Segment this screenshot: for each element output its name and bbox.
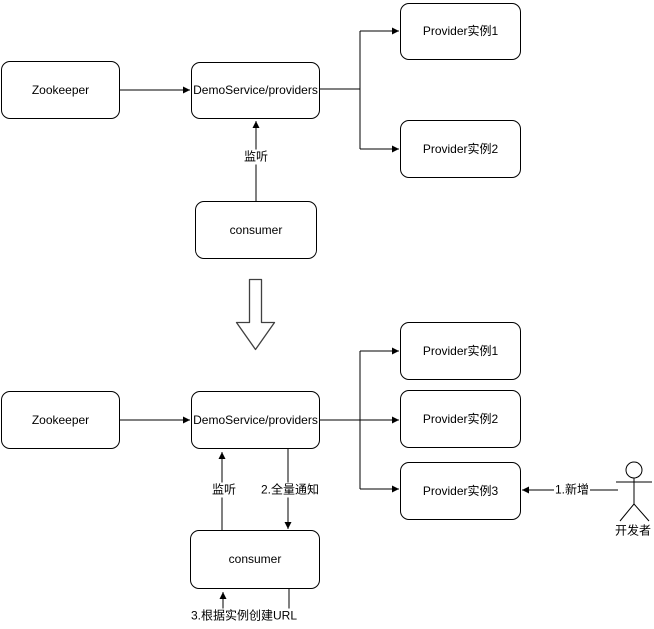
edge-label-listen-bottom: 监听 xyxy=(210,482,238,498)
node-provider2-top: Provider实例2 xyxy=(400,120,521,178)
node-registry-top: DemoService/providers xyxy=(191,62,320,119)
edge-label-create-url: 3.根据实例创建URL xyxy=(189,608,299,624)
actor-legs xyxy=(619,503,650,522)
node-consumer-top: consumer xyxy=(195,201,317,259)
actor-stick-figure-icon xyxy=(616,461,652,522)
big-down-arrow-icon xyxy=(235,278,276,351)
node-provider1-top: Provider实例1 xyxy=(400,3,521,60)
node-zookeeper-bottom: Zookeeper xyxy=(1,391,120,449)
actor-head xyxy=(625,461,643,479)
edge-label-full-notify: 2.全量通知 xyxy=(259,482,321,498)
node-provider3-bottom: Provider实例3 xyxy=(400,462,521,520)
actor-label-developer: 开发者 xyxy=(613,523,653,539)
node-provider2-bottom: Provider实例2 xyxy=(400,390,521,448)
edge-label-listen-top: 监听 xyxy=(242,149,270,165)
node-zookeeper-top: Zookeeper xyxy=(1,61,120,119)
node-consumer-bottom: consumer xyxy=(190,530,320,589)
node-provider1-bottom: Provider实例1 xyxy=(400,322,521,380)
edge-label-add-instance: 1.新增 xyxy=(553,482,591,498)
node-registry-bottom: DemoService/providers xyxy=(191,391,320,449)
